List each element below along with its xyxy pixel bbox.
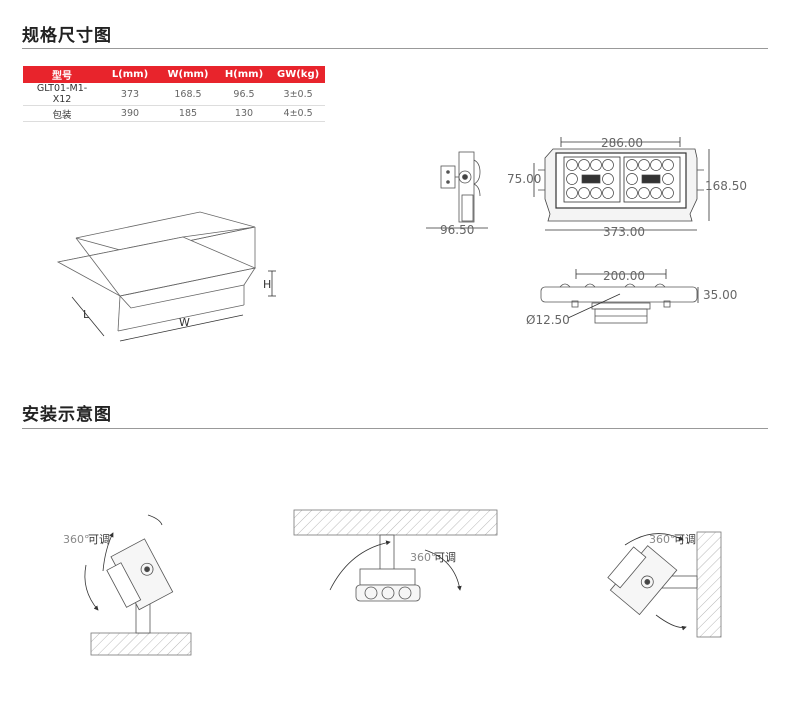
cell-l: 373 bbox=[101, 83, 159, 106]
cell-gw: 4±0.5 bbox=[271, 105, 326, 122]
side-view-drawing bbox=[426, 151, 488, 229]
install-section-rule bbox=[22, 428, 768, 429]
install-floor-deg: 360° bbox=[63, 533, 90, 546]
table-row: 包装 390 185 130 4±0.5 bbox=[23, 105, 326, 122]
cell-w: 168.5 bbox=[159, 83, 217, 106]
cell-model: 包装 bbox=[23, 105, 101, 122]
cell-l: 390 bbox=[101, 105, 159, 122]
install-ceiling-adj: 可调 bbox=[434, 551, 456, 564]
box-label-l: L bbox=[83, 308, 90, 321]
spec-section-rule bbox=[22, 48, 768, 49]
dim-total-height: 168.50 bbox=[705, 179, 747, 193]
led-lens-grid bbox=[566, 159, 674, 199]
dim-module-height: 75.00 bbox=[507, 172, 541, 186]
install-floor-adj: 可调 bbox=[88, 533, 110, 546]
cell-h: 96.5 bbox=[217, 83, 271, 106]
package-box-drawing bbox=[56, 211, 276, 342]
install-ceiling-mount bbox=[293, 509, 498, 602]
install-floor-mount bbox=[84, 514, 192, 656]
bottom-view-drawing bbox=[540, 269, 699, 324]
install-section-title: 安装示意图 bbox=[22, 405, 112, 425]
dim-bracket-spacing: 200.00 bbox=[603, 269, 645, 283]
install-wall-adj: 可调 bbox=[674, 533, 696, 546]
cell-model: GLT01-M1-X12 bbox=[23, 83, 101, 106]
dim-side-depth: 96.50 bbox=[440, 223, 474, 237]
col-header-w: W(mm) bbox=[159, 66, 217, 83]
col-header-l: L(mm) bbox=[101, 66, 159, 83]
col-header-model: 型号 bbox=[23, 66, 101, 83]
dim-top-width: 286.00 bbox=[601, 136, 643, 150]
box-label-w: W bbox=[179, 316, 190, 329]
col-header-h: H(mm) bbox=[217, 66, 271, 83]
dim-total-width: 373.00 bbox=[603, 225, 645, 239]
install-wall-deg: 360° bbox=[649, 533, 676, 546]
spec-table: 型号 L(mm) W(mm) H(mm) GW(kg) GLT01-M1-X12… bbox=[23, 66, 326, 122]
install-ceiling-deg: 360° bbox=[410, 551, 437, 564]
table-row: GLT01-M1-X12 373 168.5 96.5 3±0.5 bbox=[23, 83, 326, 106]
cell-h: 130 bbox=[217, 105, 271, 122]
cell-w: 185 bbox=[159, 105, 217, 122]
dim-bottom-depth: 35.00 bbox=[703, 288, 737, 302]
install-wall-mount bbox=[607, 531, 722, 638]
dim-hole-dia: Ø12.50 bbox=[526, 313, 570, 327]
cell-gw: 3±0.5 bbox=[271, 83, 326, 106]
front-view-drawing bbox=[533, 137, 710, 231]
spec-section-title: 规格尺寸图 bbox=[22, 26, 112, 46]
box-label-h: H bbox=[263, 278, 271, 291]
col-header-gw: GW(kg) bbox=[271, 66, 326, 83]
